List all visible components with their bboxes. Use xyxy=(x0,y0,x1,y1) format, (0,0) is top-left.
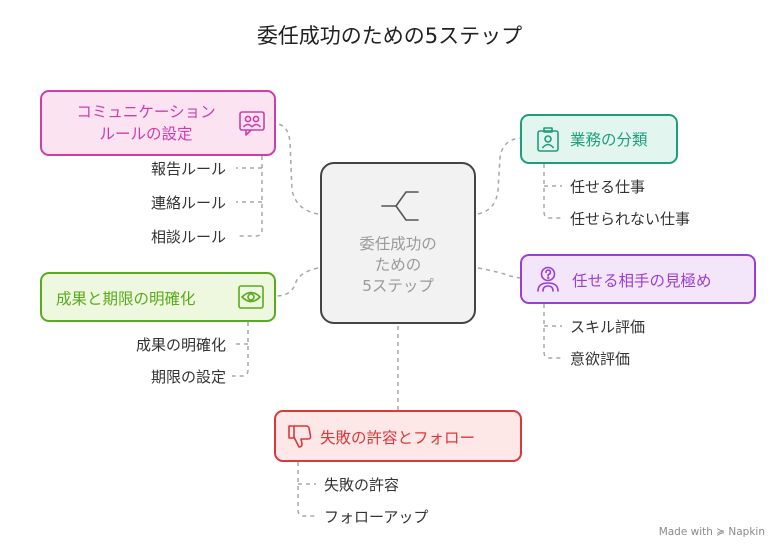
page-title: 委任成功のための5ステップ xyxy=(256,24,523,48)
sub-item-report-rule: 報告ルール xyxy=(150,160,226,178)
sub-item-contact-rule: 連絡ルール xyxy=(150,194,226,212)
sub-item-failure-tolerance: 失敗の許容 xyxy=(324,476,400,494)
badge-icon xyxy=(537,127,559,152)
node-outcome-label: 成果と期限の明確化 xyxy=(56,290,196,308)
sub-item-outcome-clarify: 成果の明確化 xyxy=(135,336,226,354)
person-question-icon xyxy=(537,266,559,292)
sub-item-consult-rule: 相談ルール xyxy=(150,228,226,246)
center-node: 委任成功の ための 5ステップ xyxy=(320,162,476,324)
sub-item-skill-evaluation: スキル評価 xyxy=(570,318,646,336)
node-person-label: 任せる相手の見極め xyxy=(572,272,712,290)
node-outcome-deadline: 成果と期限の明確化 xyxy=(40,272,276,322)
sub-item-motivation-evaluation: 意欲評価 xyxy=(570,350,631,368)
eye-icon xyxy=(238,285,264,309)
group-chat-icon xyxy=(239,111,265,136)
sub-item-delegable-work: 任せる仕事 xyxy=(570,178,646,196)
node-communication-rules: コミュニケーション ルールの設定 xyxy=(40,90,276,156)
made-with-napkin-watermark: Made with ≽ Napkin xyxy=(658,526,765,538)
sub-item-deadline-setting: 期限の設定 xyxy=(150,368,226,386)
sub-item-follow-up: フォローアップ xyxy=(324,508,429,526)
thumbs-down-icon xyxy=(288,425,312,448)
split-arrow-icon xyxy=(381,191,419,221)
node-person-assessment: 任せる相手の見極め xyxy=(520,254,756,304)
center-label: 委任成功の ための 5ステップ xyxy=(359,235,437,295)
node-business-label: 業務の分類 xyxy=(570,131,648,149)
sub-item-non-delegable-work: 任せられない仕事 xyxy=(570,210,691,228)
node-communication-label: コミュニケーション ルールの設定 xyxy=(76,103,216,143)
node-failure-followup: 失敗の許容とフォロー xyxy=(274,410,522,462)
node-business-classification: 業務の分類 xyxy=(520,114,678,164)
node-failure-label: 失敗の許容とフォロー xyxy=(320,429,476,447)
